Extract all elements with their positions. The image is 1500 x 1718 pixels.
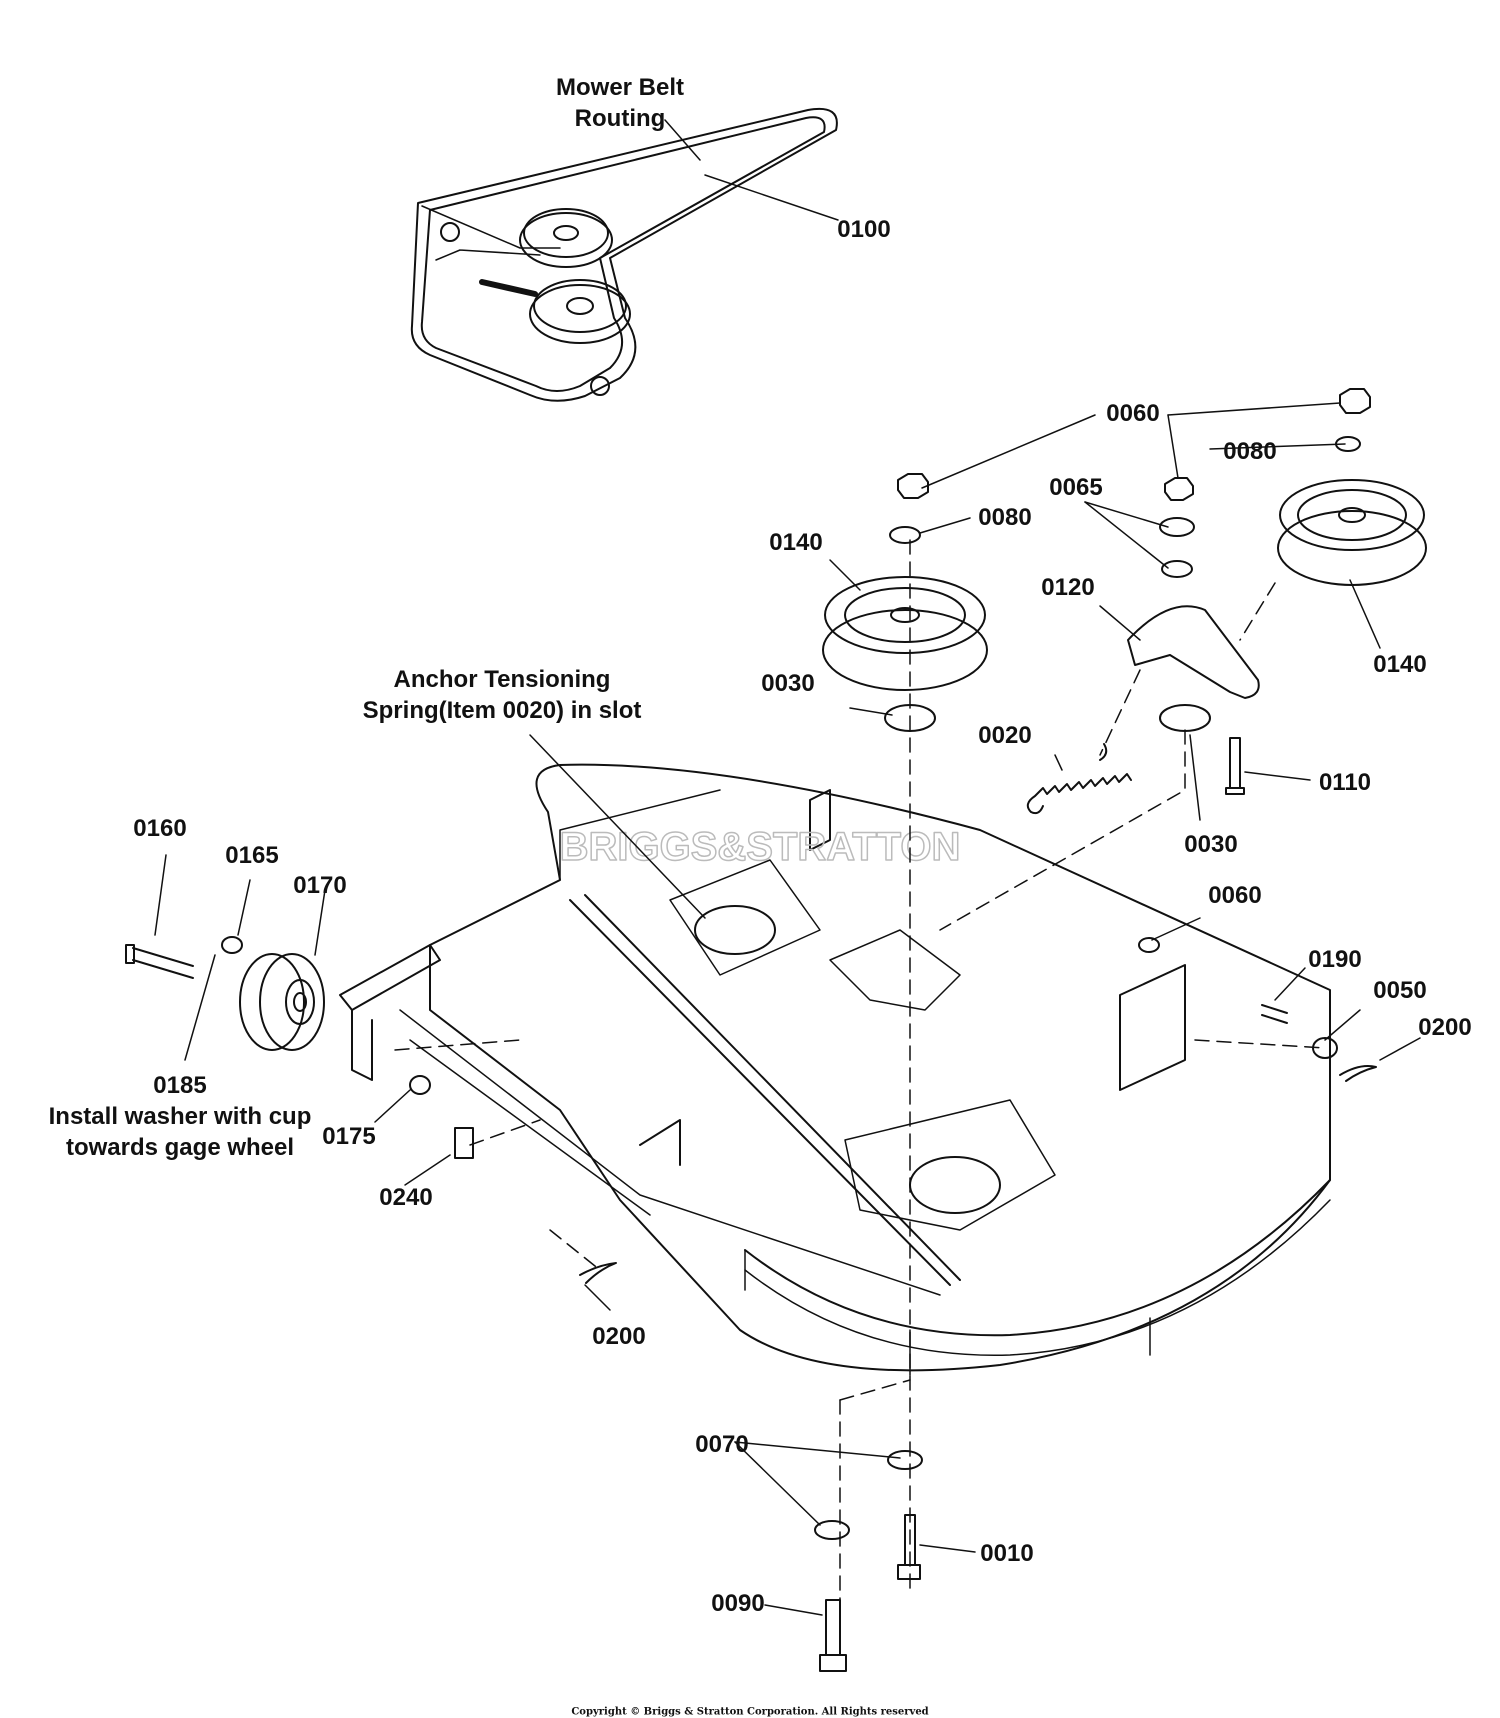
callout-0140-left: 0140: [769, 529, 823, 556]
gage-wheel: [239, 953, 325, 1051]
callout-0120: 0120: [1041, 574, 1095, 601]
callout-0010: 0010: [980, 1540, 1034, 1567]
note-anchor-spring: Anchor Tensioning Spring(Item 0020) in s…: [363, 664, 642, 726]
callout-0050: 0050: [1373, 977, 1427, 1004]
idler-arm: [1127, 605, 1260, 699]
note-anchor-spring-line2: Spring(Item 0020) in slot: [362, 697, 642, 724]
callout-0185: 0185: [153, 1072, 207, 1099]
note-belt-routing-line2: Routing: [574, 105, 666, 132]
callout-0175: 0175: [322, 1123, 376, 1150]
callout-0020: 0020: [978, 722, 1032, 749]
note-belt-routing-line1: Mower Belt: [555, 74, 685, 101]
callout-0110: 0110: [1318, 769, 1372, 796]
hair-pin-0200-right: [1339, 1065, 1377, 1082]
callout-0200-right: 0200: [1418, 1014, 1472, 1041]
callout-0165: 0165: [225, 842, 279, 869]
callout-0060-top: 0060: [1106, 400, 1160, 427]
callout-0030-left: 0030: [761, 670, 815, 697]
tension-spring: [1026, 743, 1132, 815]
note-washer-cup-line1: Install washer with cup: [48, 1103, 312, 1130]
belt-routing-inset: [410, 108, 838, 402]
idler-pulley-right: [1277, 479, 1427, 586]
callout-0090: 0090: [711, 1590, 765, 1617]
callout-0080-right: 0080: [1223, 438, 1277, 465]
mower-deck: BRIGGS&STRATTON: [339, 763, 1331, 1376]
callout-0060-deck: 0060: [1208, 882, 1262, 909]
note-washer-cup-line2: towards gage wheel: [65, 1134, 295, 1161]
idler-pulley-left: [822, 576, 988, 691]
watermark-text: BRIGGS&STRATTON: [560, 825, 961, 869]
copyright-text: Copyright © Briggs & Stratton Corporatio…: [571, 1706, 929, 1718]
callout-0170: 0170: [293, 872, 347, 899]
hair-pin-0200-left: [579, 1262, 617, 1284]
note-belt-routing: Mower Belt Routing: [556, 72, 684, 134]
assembly-dashed-lines: [394, 539, 1326, 1601]
note-washer-cup: Install washer with cup towards gage whe…: [49, 1101, 312, 1163]
bolts: [125, 737, 1288, 1672]
callout-0030-right: 0030: [1184, 831, 1238, 858]
callout-0160: 0160: [133, 815, 187, 842]
note-anchor-spring-line1: Anchor Tensioning: [393, 666, 611, 693]
callout-0140-right: 0140: [1373, 651, 1427, 678]
callout-0200-left: 0200: [592, 1323, 646, 1350]
callout-0070: 0070: [695, 1431, 749, 1458]
callout-0065: 0065: [1049, 474, 1103, 501]
leader-lines: [154, 119, 1421, 1616]
callout-0080-left: 0080: [978, 504, 1032, 531]
callout-0100: 0100: [837, 216, 891, 243]
callout-0240: 0240: [379, 1184, 433, 1211]
callout-0190: 0190: [1308, 946, 1362, 973]
